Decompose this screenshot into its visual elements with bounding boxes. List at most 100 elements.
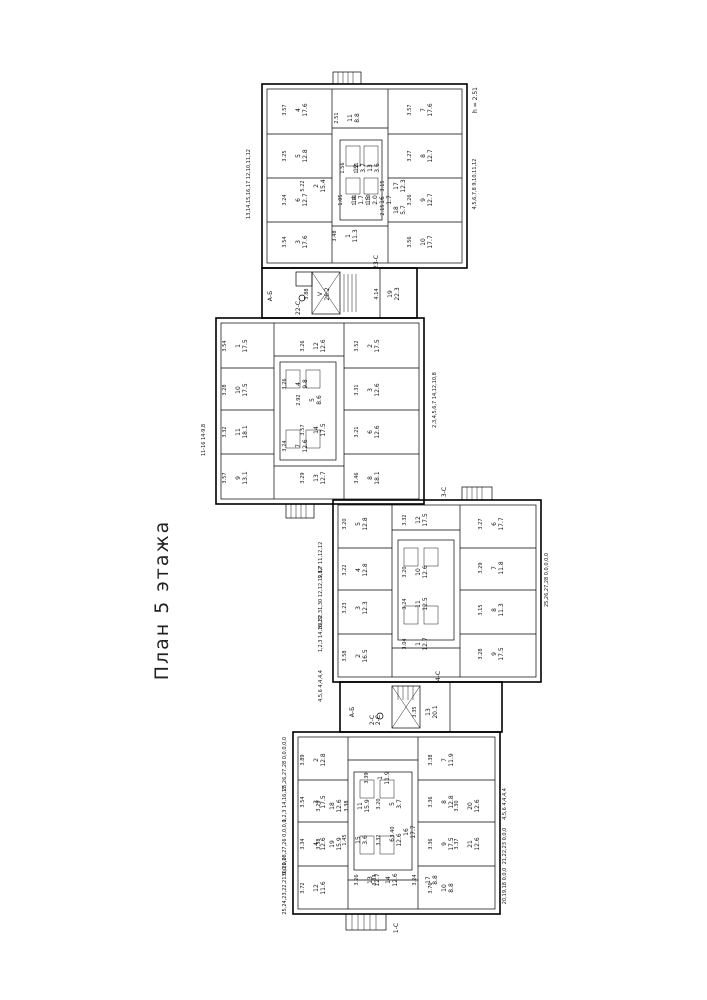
- room-number: 12: [353, 164, 360, 172]
- room-dimension: 3.23: [342, 602, 348, 613]
- room-area: 8.6: [316, 395, 323, 405]
- room-area: 3.6: [362, 835, 369, 845]
- room-dimension: 3.39: [364, 772, 370, 783]
- room-area: 26.2: [324, 287, 331, 301]
- room-number: 1: [345, 234, 352, 238]
- axis-label: 23-С: [373, 255, 380, 269]
- room-area: 12.7: [427, 149, 434, 163]
- room-number: 12: [415, 516, 422, 524]
- axis-label: 2-С: [375, 715, 382, 725]
- room-dimension: 3.31: [354, 384, 360, 395]
- room-number: 8: [491, 608, 498, 612]
- room-area: 11.9: [448, 753, 455, 767]
- room-number: 5: [309, 398, 316, 402]
- axis-label: 3-С: [441, 487, 448, 497]
- room-dimension: 3.29: [478, 562, 484, 573]
- room-dimension: 3.54: [282, 236, 288, 247]
- room-dimension: 3.38: [428, 754, 434, 765]
- room-area: 15.4: [320, 179, 327, 193]
- room-number: 19: [387, 290, 394, 298]
- room-dimension: 3.37: [454, 838, 460, 849]
- room-area: 12.6: [396, 833, 403, 847]
- room-area: 11.3: [498, 603, 505, 617]
- height-note: h = 2.51: [472, 87, 479, 113]
- room-dimension: 3.36: [428, 796, 434, 807]
- axis-label: 1-С: [393, 923, 400, 933]
- room-dimension: 4.14: [374, 288, 380, 299]
- room-area: 17.7: [427, 235, 434, 249]
- room-dimension: 1.05: [338, 194, 344, 205]
- room-dimension: 3.20: [402, 566, 408, 577]
- room-dimension: 3.21: [354, 426, 360, 437]
- room-number: 5: [355, 522, 362, 526]
- room-number: 2: [355, 654, 362, 658]
- wing-label: 9,8,7 11,12,12: [318, 542, 324, 579]
- room-area: 22.3: [394, 287, 401, 301]
- room-number: 9: [441, 842, 448, 846]
- room-number: 17: [425, 876, 432, 884]
- room-number: 14: [313, 426, 320, 434]
- wing-label: 1,2,3 14,16,17: [318, 616, 324, 653]
- room-area: 12.6: [392, 873, 399, 887]
- room-dimension: 3.26: [354, 874, 360, 885]
- room-number: 8: [441, 800, 448, 804]
- room-dimension: 2.15: [380, 204, 386, 215]
- room-area: 12.8: [302, 149, 309, 163]
- room-number: 14: [385, 876, 392, 884]
- room-area: 13.1: [242, 471, 249, 485]
- room-dimension: 3.26: [407, 194, 413, 205]
- room-number: 3: [313, 800, 320, 804]
- room-number: 13: [313, 474, 320, 482]
- room-dimension: 3.88: [304, 288, 310, 299]
- room-number: 4: [295, 382, 302, 386]
- room-dimension: 3.27: [407, 150, 413, 161]
- room-area: 11.3: [352, 229, 359, 243]
- room-area: 12.6: [474, 837, 481, 851]
- room-dimension: 3.38: [316, 838, 322, 849]
- room-number: 19: [329, 840, 336, 848]
- room-area: 12.6: [474, 799, 481, 813]
- room-dimension: 3.27: [478, 518, 484, 529]
- room-dimension: 3.46: [354, 472, 360, 483]
- room-dimension: 1.51: [354, 162, 360, 173]
- room-number: V: [317, 291, 324, 296]
- room-dimension: 3.04: [402, 638, 408, 649]
- room-number: 13: [425, 708, 432, 716]
- room-area: 11.6: [320, 881, 327, 895]
- wing-label: 25,24,23,22,21 0,0,0,0: [282, 857, 288, 914]
- room-number: 11: [357, 802, 364, 810]
- room-area: 12.6: [374, 425, 381, 439]
- wing-label: 21,22,23 0,0,0: [502, 828, 508, 865]
- room-number: 2: [313, 184, 320, 188]
- room-dimension: 3.57: [282, 104, 288, 115]
- room-dimension: 3.26: [300, 340, 306, 351]
- room-area: 12.6: [374, 383, 381, 397]
- room-number: 12: [313, 884, 320, 892]
- room-area: 12.6: [302, 439, 309, 453]
